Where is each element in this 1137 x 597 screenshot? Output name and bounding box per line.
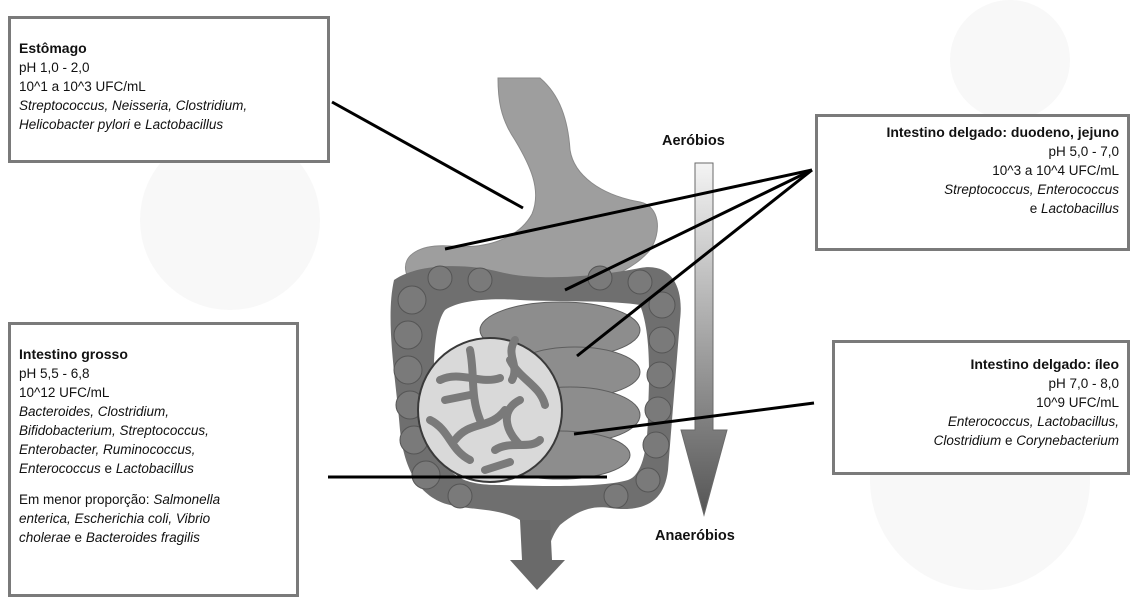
large-intestine-organisms-2: Bifidobacterium, Streptococcus, (19, 421, 296, 440)
stomach-organisms-2: Helicobacter pylori e Lactobacillus (19, 115, 327, 134)
duodenum-count: 10^3 a 10^4 UFC/mL (826, 161, 1119, 180)
duodenum-organisms-2: e Lactobacillus (826, 199, 1119, 218)
bacteria-magnifier (418, 338, 562, 482)
minor-cholerae: cholerae (19, 530, 71, 545)
stomach-organism-lacto: Lactobacillus (145, 117, 223, 132)
stomach-organisms-1: Streptococcus, Neisseria, Clostridium, (19, 96, 327, 115)
ileum-title: Intestino delgado: íleo (843, 355, 1119, 374)
aerobic-label: Aeróbios (662, 133, 725, 149)
stomach-organism-conj: e (130, 117, 145, 132)
minor-prefix: Em menor proporção: (19, 492, 153, 507)
minor-conj: e (71, 530, 86, 545)
ileum-organism-corynebacterium: Corynebacterium (1016, 433, 1119, 448)
large-intestine-organisms-3: Enterobacter, Ruminococcus, (19, 440, 296, 459)
ileum-organism-clostridium: Clostridium (934, 433, 1002, 448)
duodenum-organism-lacto: Lactobacillus (1041, 201, 1119, 216)
ileum-organism-conj: e (1001, 433, 1016, 448)
stomach-count: 10^1 a 10^3 UFC/mL (19, 77, 327, 96)
large-organism-conj: e (101, 461, 116, 476)
leader-line-stomach (332, 102, 523, 208)
large-intestine-organisms-1: Bacteroides, Clostridium, (19, 402, 296, 421)
ileum-info-box: Intestino delgado: íleo pH 7,0 - 8,0 10^… (832, 340, 1130, 475)
ileum-organisms-1: Enterococcus, Lactobacillus, (843, 412, 1119, 431)
anaerobic-label: Anaeróbios (655, 528, 735, 544)
duodenum-organism-conj: e (1030, 201, 1041, 216)
large-intestine-count: 10^12 UFC/mL (19, 383, 296, 402)
ileum-organisms-2: Clostridium e Corynebacterium (843, 431, 1119, 450)
minor-bacteroides-fragilis: Bacteroides fragilis (86, 530, 200, 545)
duodenum-ph: pH 5,0 - 7,0 (826, 142, 1119, 161)
large-organism-enterococcus: Enterococcus (19, 461, 101, 476)
stomach-illustration (405, 78, 657, 298)
duodenum-info-box: Intestino delgado: duodeno, jejuno pH 5,… (815, 114, 1130, 251)
duodenum-organisms-1: Streptococcus, Enterococcus (826, 180, 1119, 199)
stomach-title: Estômago (19, 39, 327, 58)
large-intestine-minor-2: enterica, Escherichia coli, Vibrio (19, 509, 296, 528)
large-intestine-minor-1: Em menor proporção: Salmonella (19, 490, 296, 509)
stomach-info-box: Estômago pH 1,0 - 2,0 10^1 a 10^3 UFC/mL… (8, 16, 330, 163)
duodenum-title: Intestino delgado: duodeno, jejuno (826, 123, 1119, 142)
stomach-organism-helicobacter: Helicobacter pylori (19, 117, 130, 132)
ileum-ph: pH 7,0 - 8,0 (843, 374, 1119, 393)
large-intestine-minor-3: cholerae e Bacteroides fragilis (19, 528, 296, 547)
large-intestine-title: Intestino grosso (19, 345, 296, 364)
large-organism-lacto: Lactobacillus (116, 461, 194, 476)
large-intestine-ph: pH 5,5 - 6,8 (19, 364, 296, 383)
ileum-count: 10^9 UFC/mL (843, 393, 1119, 412)
large-intestine-info-box: Intestino grosso pH 5,5 - 6,8 10^12 UFC/… (8, 322, 299, 597)
rectum-illustration (510, 520, 565, 590)
large-intestine-organisms-4: Enterococcus e Lactobacillus (19, 459, 296, 478)
stomach-ph: pH 1,0 - 2,0 (19, 58, 327, 77)
minor-salmonella: Salmonella (153, 492, 220, 507)
